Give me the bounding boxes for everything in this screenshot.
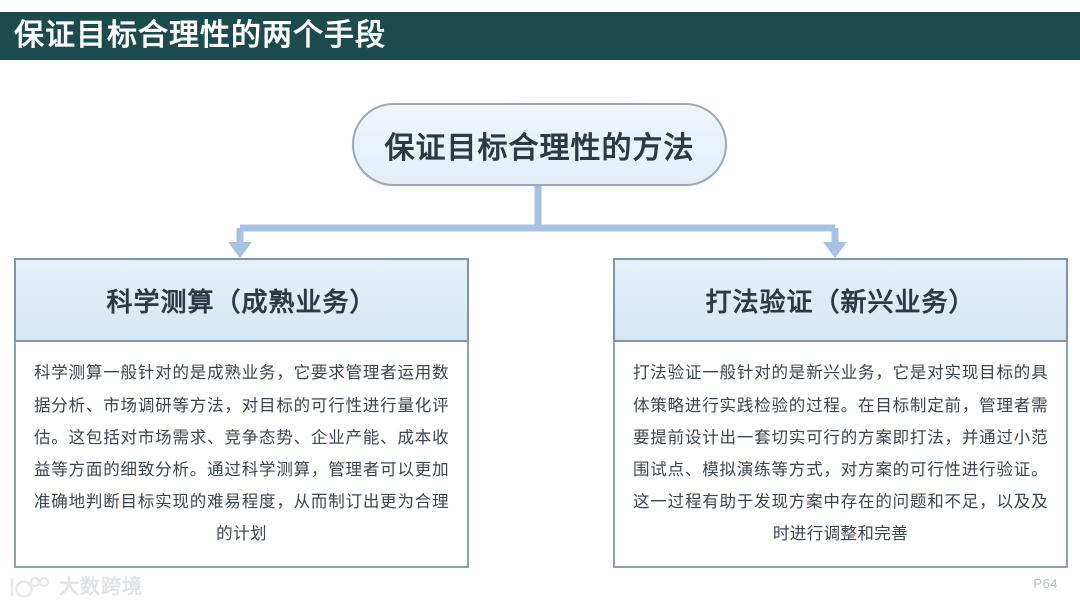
page-number: P64 — [1033, 576, 1058, 591]
branch-header-right: 打法验证（新兴业务） — [613, 258, 1068, 342]
branch-card-tactic-validation[interactable]: 打法验证（新兴业务） 打法验证一般针对的是新兴业务，它是对实现目标的具体策略进行… — [613, 258, 1068, 568]
branch-body-left: 科学测算一般针对的是成熟业务，它要求管理者运用数据分析、市场调研等方法，对目标的… — [14, 342, 469, 568]
branch-body-text-right: 打法验证一般针对的是新兴业务，它是对实现目标的具体策略进行实践检验的过程。在目标… — [633, 364, 1048, 544]
watermark-label: 大数跨境 — [59, 576, 143, 598]
branch-header-left: 科学测算（成熟业务） — [14, 258, 469, 342]
root-node-label: 保证目标合理性的方法 — [384, 131, 695, 165]
page-title: 保证目标合理性的两个手段 — [14, 19, 386, 52]
branch-card-science-estimation[interactable]: 科学测算（成熟业务） 科学测算一般针对的是成熟业务，它要求管理者运用数据分析、市… — [14, 258, 469, 568]
root-node[interactable]: 保证目标合理性的方法 — [352, 103, 727, 186]
arrow-head-right — [823, 242, 847, 258]
watermark: 大数跨境 — [8, 575, 143, 599]
branch-header-label-right: 打法验证（新兴业务） — [705, 286, 976, 317]
branch-header-label-left: 科学测算（成熟业务） — [106, 286, 377, 317]
branch-body-text-left: 科学测算一般针对的是成熟业务，它要求管理者运用数据分析、市场调研等方法，对目标的… — [34, 364, 449, 544]
arrow-head-left — [228, 242, 252, 258]
brand-logo-icon — [10, 576, 50, 598]
branch-body-right: 打法验证一般针对的是新兴业务，它是对实现目标的具体策略进行实践检验的过程。在目标… — [613, 342, 1068, 568]
slide-title-bar: 保证目标合理性的两个手段 — [0, 12, 1080, 60]
